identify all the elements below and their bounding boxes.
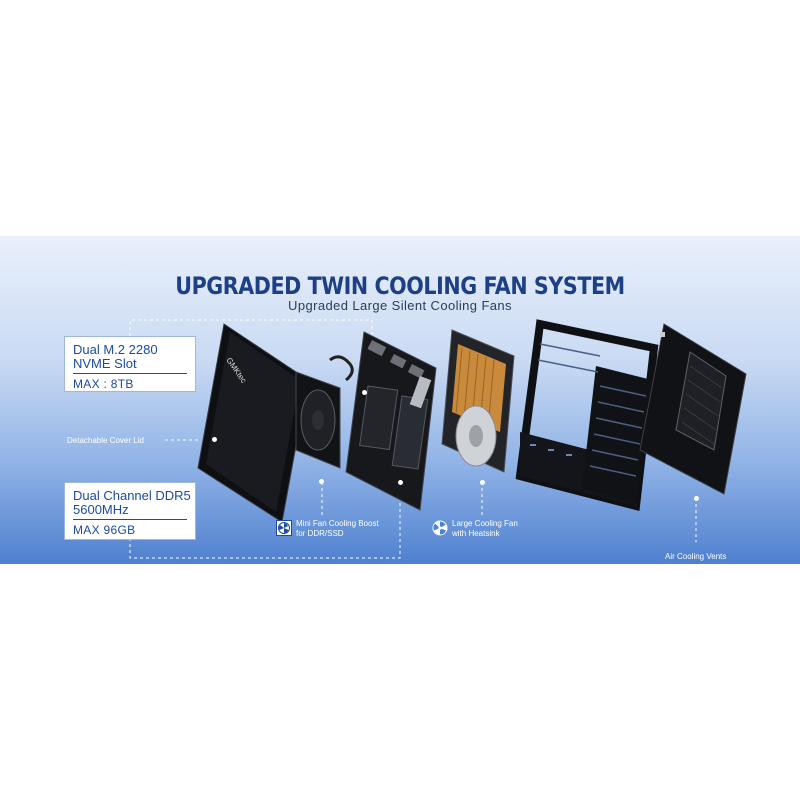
banner-title: UPGRADED TWIN COOLING FAN SYSTEM: [175, 272, 625, 300]
callout-dot-vents: [694, 496, 699, 501]
spec-storage-divider: [73, 373, 187, 374]
heatsink-fan-part: [441, 329, 515, 473]
fan-icon: [276, 520, 292, 536]
mini-fan-part: [295, 355, 354, 469]
product-banner: UPGRADED TWIN COOLING FAN SYSTEM Upgrade…: [0, 236, 800, 564]
motherboard-part: [345, 331, 437, 511]
spec-box-memory: Dual Channel DDR5 5600MHz MAX 96GB: [64, 482, 196, 540]
label-mini-fan-line1: Mini Fan Cooling Boost: [296, 519, 379, 528]
label-large-fan-line1: Large Cooling Fan: [452, 519, 518, 528]
spec-memory-line1: Dual Channel DDR5: [73, 488, 191, 503]
banner-subtitle: Upgraded Large Silent Cooling Fans: [288, 298, 512, 313]
spec-memory-line2: 5600MHz: [73, 502, 129, 517]
spec-memory-divider: [73, 519, 187, 520]
spec-memory-max: MAX 96GB: [73, 523, 136, 537]
chassis-frame-part: [515, 319, 659, 512]
spec-storage-line1: Dual M.2 2280: [73, 342, 158, 357]
callout-dot-ram: [398, 480, 403, 485]
callout-dot-heatsink: [480, 480, 485, 485]
spec-storage-max: MAX : 8TB: [73, 377, 134, 391]
callout-dot-cover: [212, 437, 217, 442]
cover-lid-part: GMKtec: [197, 323, 309, 523]
label-cover-lid: Detachable Cover Lid: [67, 436, 144, 445]
bottom-plate-part: [639, 323, 747, 495]
fan-icon: [432, 520, 448, 536]
spec-box-storage: Dual M.2 2280 NVME Slot MAX : 8TB: [64, 336, 196, 392]
label-large-fan-line2: with Heatsink: [452, 529, 500, 538]
callout-lines: [129, 319, 697, 559]
label-mini-fan-line2: for DDR/SSD: [296, 529, 344, 538]
exploded-view-illustration: GMKtec: [129, 319, 747, 559]
spec-storage-line2: NVME Slot: [73, 356, 137, 371]
callout-dot-ssd: [362, 390, 367, 395]
label-air-vents: Air Cooling Vents: [665, 552, 727, 561]
callout-dot-mini-fan: [319, 479, 324, 484]
